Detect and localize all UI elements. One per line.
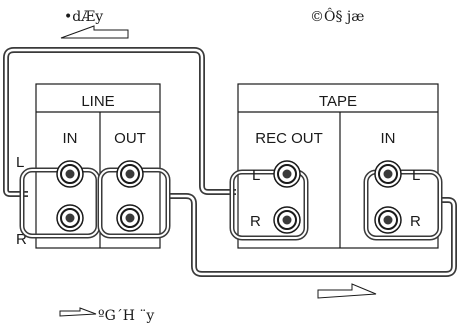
- tape-jack-l-right-label: L: [412, 167, 420, 184]
- line-in-label: IN: [63, 130, 78, 147]
- cable-line-out-to-tape-in: [166, 193, 457, 277]
- jack-line-out-r: [116, 204, 144, 232]
- plug-outline-tape-in: [363, 169, 443, 241]
- cable-line-in-to-tape-rec-out: [3, 47, 236, 197]
- plug-outline-tape-rec-out: [229, 169, 309, 241]
- line-out-label: OUT: [114, 130, 146, 147]
- jack-line-in-l: [56, 160, 84, 188]
- tape-in-label: IN: [381, 130, 396, 147]
- jack-tape-in-l: [374, 160, 402, 188]
- line-side-r-label: R: [16, 231, 27, 248]
- jack-tape-rec-out-l: [273, 160, 301, 188]
- bottom-caption: ºG´H ¨y: [98, 308, 154, 324]
- jack-line-in-r: [56, 204, 84, 232]
- line-panel-title: LINE: [81, 93, 114, 110]
- tape-jack-l-left-label: L: [252, 167, 260, 184]
- tape-rec-out-label: REC OUT: [255, 130, 323, 147]
- jack-tape-in-r: [374, 206, 402, 234]
- tape-jack-r-right-label: R: [410, 213, 421, 230]
- left-arrow-icon: [60, 25, 129, 39]
- jack-line-out-l: [116, 160, 144, 188]
- top-left-caption: •dÆy: [64, 9, 103, 25]
- top-right-caption: ©Ô§ jæ: [310, 7, 364, 25]
- small-right-arrow-icon: [59, 307, 97, 317]
- tape-panel: TAPE REC OUT IN: [237, 83, 439, 249]
- tape-panel-title: TAPE: [319, 93, 357, 110]
- right-arrow-icon: [317, 283, 377, 299]
- tape-jack-r-left-label: R: [250, 213, 261, 230]
- line-side-l-label: L: [16, 154, 24, 171]
- jack-tape-rec-out-r: [273, 206, 301, 234]
